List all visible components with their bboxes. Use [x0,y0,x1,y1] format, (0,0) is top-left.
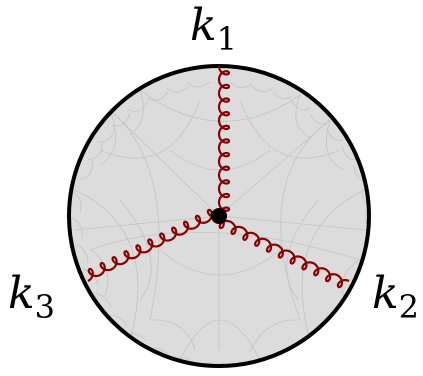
label-k3-subscript: 3 [35,288,55,326]
label-k2: k2 [372,268,419,326]
label-k1: k1 [190,0,237,58]
gluon-line-k1 [217,65,231,217]
label-k3: k3 [8,268,55,326]
gluon-line-k3 [87,208,220,282]
interaction-vertex [211,208,227,224]
label-k2-subscript: 2 [399,288,419,326]
label-k1-subscript: 1 [217,20,237,58]
gluon-line-k2 [218,215,350,289]
